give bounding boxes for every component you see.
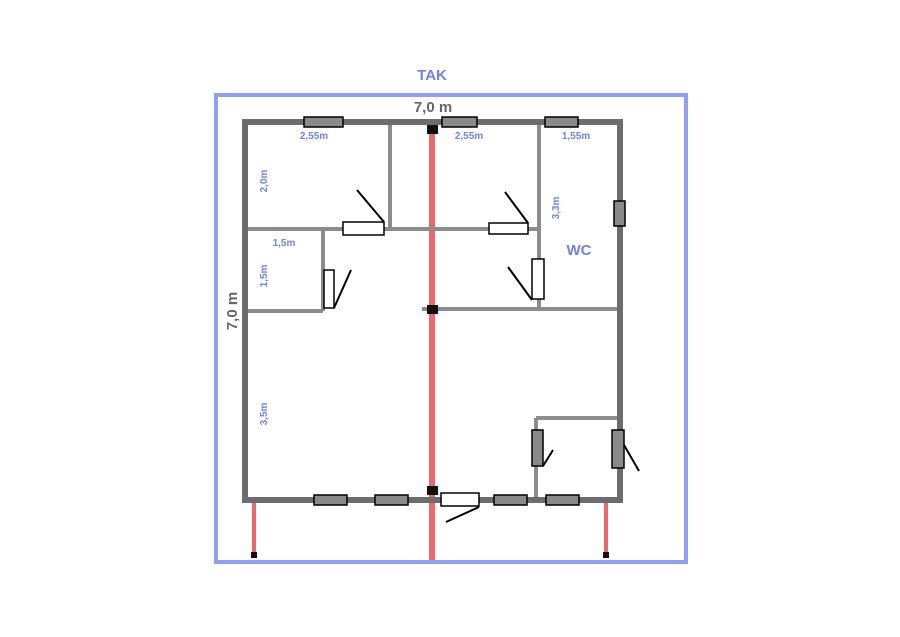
door-room1 [342, 221, 385, 236]
window-top-1 [303, 116, 344, 128]
door-closet [323, 269, 335, 309]
window-bottom-2 [374, 494, 409, 506]
wc-label: WC [567, 242, 592, 259]
window-bottom-1 [313, 494, 348, 506]
window-right-1 [613, 200, 626, 227]
room2-width-dimension: 2,55m [455, 131, 483, 142]
windows [303, 116, 626, 506]
room1-height-dimension: 2,0m [259, 169, 270, 192]
ridge-node-top [427, 125, 438, 134]
ridge-node-bottom [427, 486, 438, 495]
closet-width-dimension: 1,5m [273, 238, 296, 249]
window-top-3 [544, 116, 579, 128]
living-height-dimension: 3,5m [259, 402, 270, 425]
roof-label: TAK [417, 67, 447, 84]
wc-width-dimension: 1,55m [562, 131, 590, 142]
roof-outline [214, 93, 688, 564]
ridge-node-mid [427, 305, 438, 314]
doors [323, 189, 640, 523]
outer-walls [242, 119, 623, 503]
window-right-2 [611, 429, 625, 469]
post-foot-left [251, 552, 257, 558]
room1-width-dimension: 2,55m [300, 131, 328, 142]
top-total-dimension: 7,0 m [414, 99, 452, 116]
window-top-2 [441, 116, 478, 128]
door-room2 [488, 222, 529, 235]
left-total-dimension: 7,0 m [224, 292, 241, 330]
closet-height-dimension: 1,5m [259, 264, 270, 287]
window-bottom-4 [545, 494, 580, 506]
post-foot-right [603, 552, 609, 558]
window-inner-wc [531, 429, 544, 467]
wc-height-dimension: 3,3m [551, 196, 562, 219]
door-entrance [440, 492, 480, 507]
window-bottom-3 [493, 494, 528, 506]
door-wc [531, 258, 545, 300]
